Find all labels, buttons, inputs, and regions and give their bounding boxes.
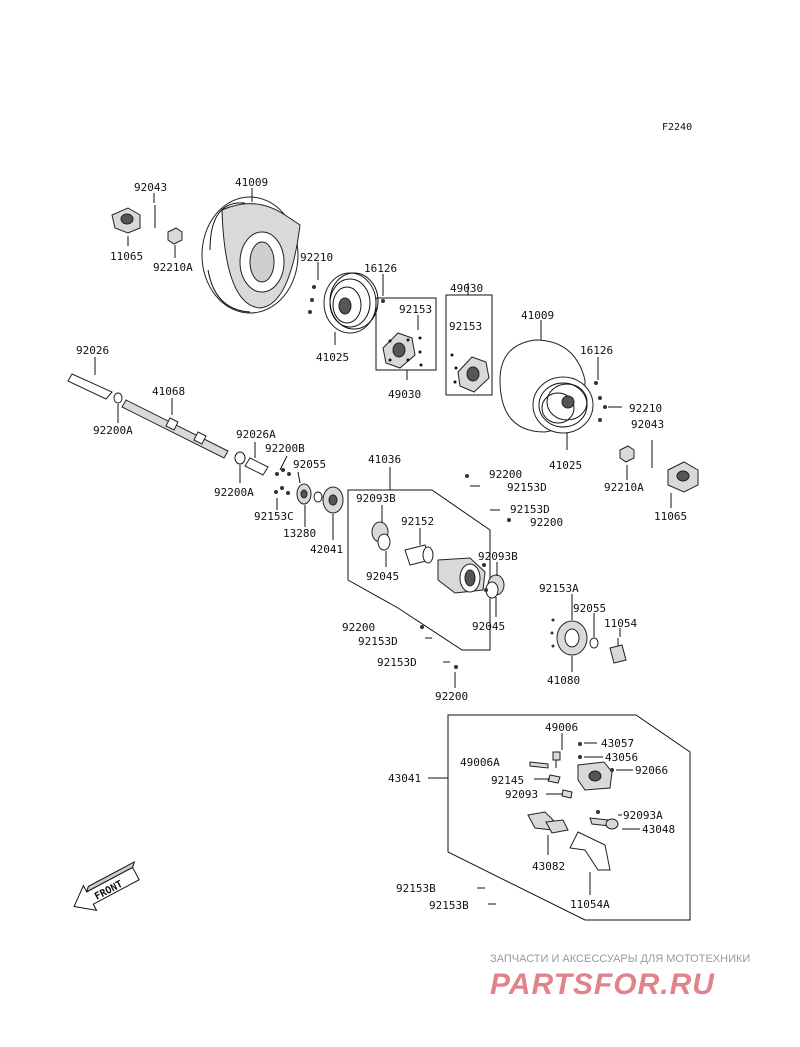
label-92200Ab: 92200A [214,486,254,499]
label-49006A: 49006A [460,756,500,769]
label-92153Ba: 92153B [396,882,436,895]
label-41009b: 41009 [521,309,554,322]
front-arrow-icon: FRONT [73,860,140,912]
label-92093Bb: 92093B [478,550,518,563]
housing-group-box [347,489,491,651]
label-92210a: 92210 [300,251,333,264]
hub-plate-left [382,332,423,369]
label-43048: 43048 [642,823,675,836]
label-92093Ba: 92093B [356,492,396,505]
label-43057: 43057 [601,737,634,750]
label-92153a: 92153 [399,303,432,316]
leader-lines [94,188,672,895]
label-92153Dc: 92153D [358,635,398,648]
brake-disc [550,618,588,656]
small-bolts-92153B [477,887,496,905]
label-92043a: 92043 [134,181,167,194]
hub-plate-right [450,353,490,393]
label-92200c: 92200 [342,621,375,634]
bearing-right [485,574,505,599]
bearing-left [371,521,391,551]
label-13280: 13280 [283,527,316,540]
label-11054: 11054 [604,617,637,630]
collar [404,544,434,566]
brake-pads [527,811,569,834]
label-92153C: 92153C [254,510,294,523]
label-92210b: 92210 [629,402,662,415]
label-92153Dd: 92153D [377,656,417,669]
hub-plate-box-right [445,294,493,396]
label-92152: 92152 [401,515,434,528]
pin-92093 [561,789,573,799]
sprocket-hub [296,483,344,514]
label-92145: 92145 [491,774,524,787]
label-41080: 41080 [547,674,580,687]
label-92153Da: 92153D [507,481,547,494]
label-41009a: 41009 [235,176,268,189]
nut-left [167,227,183,245]
label-92045a: 92045 [366,570,399,583]
figure-code: F2240 [662,122,692,133]
tire-right [499,339,594,434]
label-92045b: 92045 [472,620,505,633]
stud-nuts-right [594,381,607,422]
label-42041: 42041 [310,543,343,556]
label-43056: 43056 [605,751,638,764]
nut-right [619,445,635,463]
label-41036: 41036 [368,453,401,466]
label-92153b: 92153 [449,320,482,333]
oring-92055 [589,637,599,649]
watermark-brand: PARTSFOR.RU [490,968,715,1001]
axle-assembly [67,373,291,495]
label-16126a: 16126 [364,262,397,275]
label-92200Aa: 92200A [93,424,133,437]
cap-right [667,461,699,493]
caliper-body [577,761,614,791]
label-43082: 43082 [532,860,565,873]
label-49006: 49006 [545,721,578,734]
wheel-rim-left [323,272,379,334]
housing-bolts [420,474,511,669]
label-41025a: 41025 [316,351,349,364]
label-41025b: 41025 [549,459,582,472]
label-92210Aa: 92210A [153,261,193,274]
caliper-bolts [529,742,582,769]
label-11054A: 11054A [570,898,610,911]
hub-plate-box-left [375,297,437,371]
label-92026A: 92026A [236,428,276,441]
label-41068: 41068 [152,385,185,398]
label-11065b: 11065 [654,510,687,523]
part-labels: 92043 41009 11065 92210A 92210 16126 410… [76,176,687,912]
watermark-tagline: ЗАПЧАСТИ И АКСЕССУАРЫ ДЛЯ МОТОТЕХНИКИ [490,953,750,965]
label-92200d: 92200 [435,690,468,703]
label-92055b: 92055 [573,602,606,615]
label-92200b: 92200 [530,516,563,529]
label-92153Db: 92153D [510,503,550,516]
label-92055a: 92055 [293,458,326,471]
caliper-bracket [569,810,619,871]
label-16126b: 16126 [580,344,613,357]
tire-left [201,196,301,314]
label-92200B: 92200B [265,442,305,455]
label-92093: 92093 [505,788,538,801]
label-49030a: 49030 [388,388,421,401]
axle-housing [437,557,488,594]
label-92200a: 92200 [489,468,522,481]
label-92093A: 92093A [623,809,663,822]
label-92210Ab: 92210A [604,481,644,494]
label-43041: 43041 [388,772,421,785]
stud-nuts-left [308,285,385,314]
sensor-11054 [609,638,627,664]
label-92153Bb: 92153B [429,899,469,912]
cap-left [111,207,141,234]
label-92026: 92026 [76,344,109,357]
label-49030b: 49030 [450,282,483,295]
label-11065a: 11065 [110,250,143,263]
label-92043b: 92043 [631,418,664,431]
label-92066: 92066 [635,764,668,777]
label-92153A: 92153A [539,582,579,595]
caliper-group-box [447,714,691,921]
